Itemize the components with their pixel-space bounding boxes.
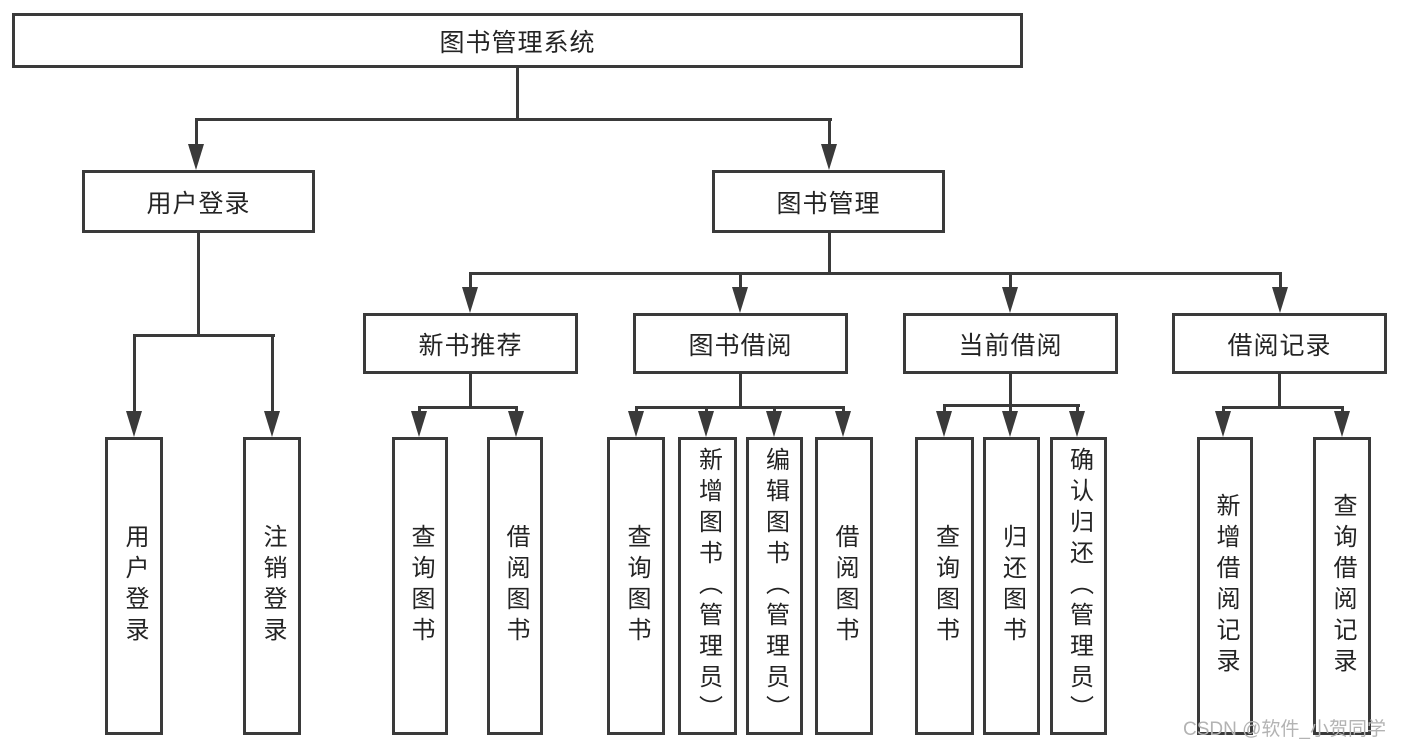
connector-drop-book-borrow — [739, 272, 742, 292]
connector-drop-book-management — [828, 118, 831, 148]
leaf-query-books-1-label: 查询图书 — [407, 524, 434, 648]
arrow-current-borrow — [1002, 287, 1018, 313]
node-user-login: 用户登录 — [82, 170, 315, 233]
connector-user-login-stem — [197, 231, 200, 337]
connector-user-login-branch — [133, 334, 275, 337]
arrow-borrow-records — [1272, 287, 1288, 313]
arrow-query-2 — [628, 411, 644, 437]
arrow-edit-book — [766, 411, 782, 437]
connector-current-borrow-stem — [1009, 372, 1012, 406]
connector-borrow-records-stem — [1278, 372, 1281, 409]
arrow-book-management — [821, 144, 837, 170]
node-book-borrow: 图书借阅 — [633, 313, 848, 374]
leaf-return-book: 归还图书 — [983, 437, 1040, 735]
connector-drop-current-borrow — [1009, 272, 1012, 292]
connector-book-borrow-branch — [635, 406, 845, 409]
node-new-book-recommend: 新书推荐 — [363, 313, 578, 374]
arrow-add-book — [698, 411, 714, 437]
leaf-query-books-2: 查询图书 — [607, 437, 665, 735]
connector-root-stem — [516, 66, 519, 120]
leaf-confirm-return-admin-label: 确认归还（管理员） — [1065, 446, 1093, 726]
node-root: 图书管理系统 — [12, 13, 1023, 68]
connector-book-borrow-stem — [739, 372, 742, 409]
arrow-query-record — [1334, 411, 1350, 437]
arrow-confirm-return — [1069, 411, 1085, 437]
leaf-add-book-admin-label: 新增图书（管理员） — [694, 446, 722, 726]
connector-drop-user-login — [195, 118, 198, 148]
leaf-query-books-1: 查询图书 — [392, 437, 448, 735]
arrow-user-login — [188, 144, 204, 170]
node-borrow-records: 借阅记录 — [1172, 313, 1387, 374]
arrow-return-book — [1002, 411, 1018, 437]
leaf-user-login: 用户登录 — [105, 437, 163, 735]
leaf-borrow-books-1: 借阅图书 — [487, 437, 543, 735]
connector-new-book-branch — [418, 406, 518, 409]
leaf-borrow-books-2: 借阅图书 — [815, 437, 873, 735]
leaf-add-borrow-record-label: 新增借阅记录 — [1212, 493, 1239, 679]
leaf-user-login-label: 用户登录 — [121, 524, 148, 648]
leaf-return-book-label: 归还图书 — [998, 524, 1026, 648]
arrow-borrow-1 — [508, 411, 524, 437]
leaf-query-books-3-label: 查询图书 — [931, 524, 959, 648]
leaf-query-borrow-record: 查询借阅记录 — [1313, 437, 1371, 735]
connector-root-branch — [195, 118, 832, 121]
leaf-logout-login-label: 注销登录 — [259, 524, 286, 648]
connector-drop-return-book — [1009, 404, 1012, 416]
leaf-edit-book-admin-label: 编辑图书（管理员） — [761, 446, 789, 726]
leaf-edit-book-admin: 编辑图书（管理员） — [746, 437, 803, 735]
node-current-borrow: 当前借阅 — [903, 313, 1118, 374]
node-book-management: 图书管理 — [712, 170, 945, 233]
arrow-query-3 — [936, 411, 952, 437]
leaf-query-books-3: 查询图书 — [915, 437, 974, 735]
leaf-query-books-2-label: 查询图书 — [623, 524, 650, 648]
connector-new-book-stem — [469, 372, 472, 409]
leaf-query-borrow-record-label: 查询借阅记录 — [1329, 493, 1356, 679]
connector-book-management-branch — [469, 272, 1282, 275]
connector-drop-borrow-records — [1279, 272, 1282, 292]
leaf-add-borrow-record: 新增借阅记录 — [1197, 437, 1253, 735]
leaf-borrow-books-2-label: 借阅图书 — [831, 524, 858, 648]
arrow-book-borrow — [732, 287, 748, 313]
arrow-borrow-2 — [835, 411, 851, 437]
connector-borrow-records-branch — [1222, 406, 1344, 409]
arrow-query-1 — [411, 411, 427, 437]
connector-book-management-stem — [828, 231, 831, 275]
csdn-watermark: CSDN @软件_小贺同学 — [1183, 719, 1386, 740]
leaf-confirm-return-admin: 确认归还（管理员） — [1050, 437, 1107, 735]
connector-drop-new-book — [469, 272, 472, 292]
arrow-leaf-user-login — [126, 411, 142, 437]
arrow-leaf-logout — [264, 411, 280, 437]
connector-drop-query-3 — [943, 404, 946, 416]
connector-drop-leaf-user-login — [133, 334, 136, 414]
arrow-add-record — [1215, 411, 1231, 437]
connector-drop-leaf-logout — [271, 334, 274, 414]
arrow-new-book — [462, 287, 478, 313]
leaf-borrow-books-1-label: 借阅图书 — [502, 524, 529, 648]
leaf-logout-login: 注销登录 — [243, 437, 301, 735]
leaf-add-book-admin: 新增图书（管理员） — [678, 437, 737, 735]
connector-drop-confirm-return — [1076, 404, 1079, 416]
